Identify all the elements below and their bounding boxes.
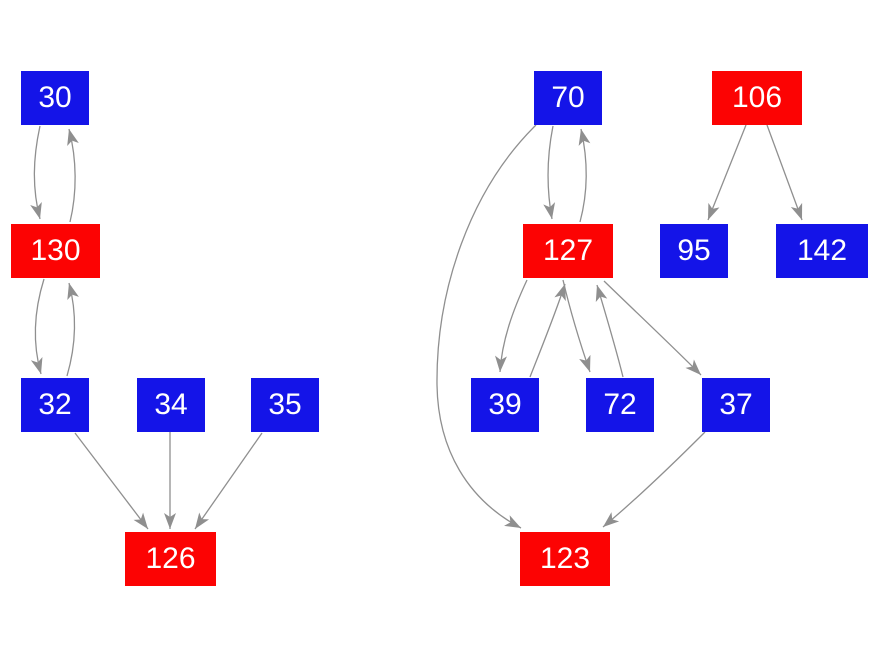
edge-127-to-70 <box>578 128 591 223</box>
node-35: 35 <box>251 378 319 432</box>
node-34: 34 <box>137 378 205 432</box>
edge-32-to-130 <box>66 282 79 377</box>
node-39: 39 <box>471 378 539 432</box>
edge-32-to-126 <box>74 432 149 530</box>
edge-72-to-127 <box>595 284 624 378</box>
node-95: 95 <box>660 224 728 278</box>
edge-37-to-123 <box>602 431 706 528</box>
node-123: 123 <box>520 532 610 586</box>
edge-127-to-72 <box>562 279 591 373</box>
node-70: 70 <box>534 71 602 125</box>
node-72: 72 <box>586 378 654 432</box>
node-30: 30 <box>21 71 89 125</box>
edge-130-to-32 <box>30 278 45 375</box>
node-37: 37 <box>702 378 770 432</box>
edge-30-to-130 <box>30 125 42 220</box>
node-106: 106 <box>712 71 802 125</box>
node-32: 32 <box>21 378 89 432</box>
node-130: 130 <box>11 224 100 278</box>
node-127: 127 <box>523 224 613 278</box>
edge-106-to-95 <box>707 124 747 221</box>
edge-35-to-126 <box>194 432 263 530</box>
edge-130-to-30 <box>67 128 79 223</box>
node-142: 142 <box>776 224 868 278</box>
edge-70-to-123 <box>436 124 537 529</box>
edge-127-to-39 <box>495 279 528 373</box>
edge-70-to-127 <box>543 125 556 220</box>
node-126: 126 <box>125 532 216 586</box>
edge-39-to-127 <box>529 283 566 378</box>
edge-106-to-142 <box>766 124 803 221</box>
edge-127-to-37 <box>603 280 702 376</box>
